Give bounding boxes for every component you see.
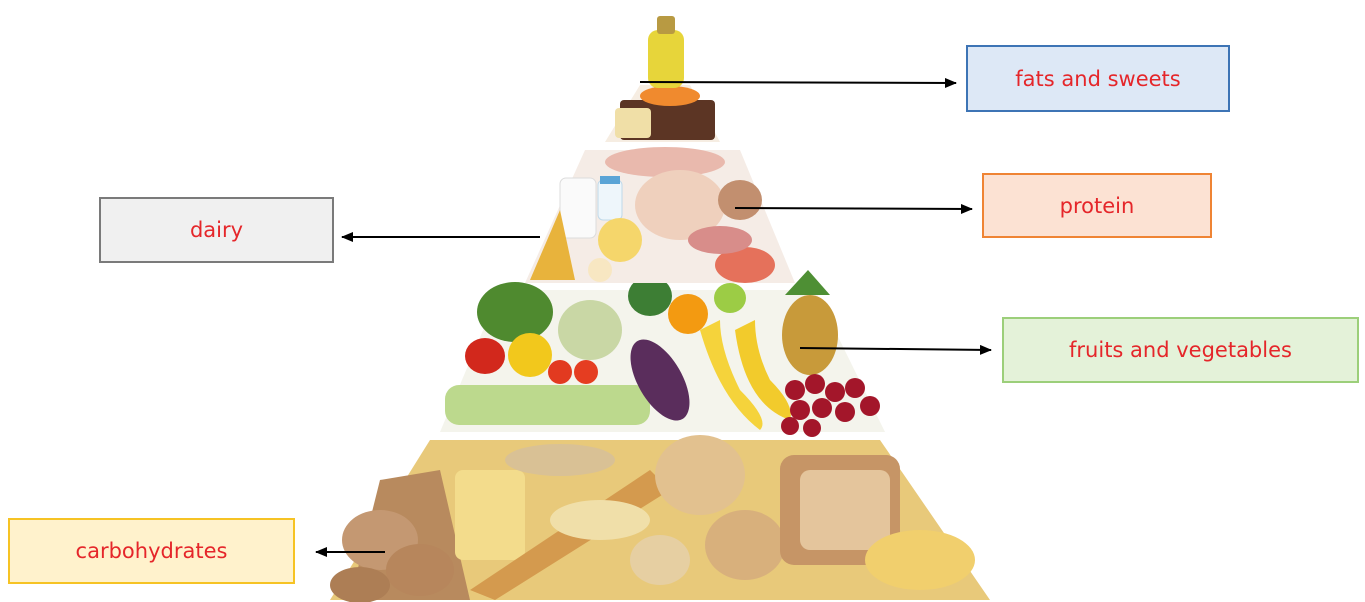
- fruits-vegetables-tier: [440, 270, 885, 437]
- carbohydrates-tier: [330, 435, 990, 602]
- fats-sweets-tier: [605, 16, 720, 142]
- carbohydrates-label-box: carbohydrates: [8, 518, 295, 584]
- protein-label-box: protein: [982, 173, 1212, 238]
- fruits-and-vegetables-label-box: fruits and vegetables: [1002, 317, 1359, 383]
- arrow-fats: [640, 82, 956, 83]
- protein-label: protein: [1060, 194, 1135, 218]
- dairy-label: dairy: [190, 218, 243, 242]
- carbohydrates-label: carbohydrates: [76, 539, 228, 563]
- fruits-and-vegetables-label: fruits and vegetables: [1069, 338, 1292, 362]
- dairy-label-box: dairy: [99, 197, 334, 263]
- fats-and-sweets-label-box: fats and sweets: [966, 45, 1230, 112]
- fats-and-sweets-label: fats and sweets: [1015, 67, 1180, 91]
- protein-dairy-tier: [525, 147, 795, 283]
- arrow-protein: [735, 208, 972, 209]
- food-pyramid-illustration: [330, 16, 990, 602]
